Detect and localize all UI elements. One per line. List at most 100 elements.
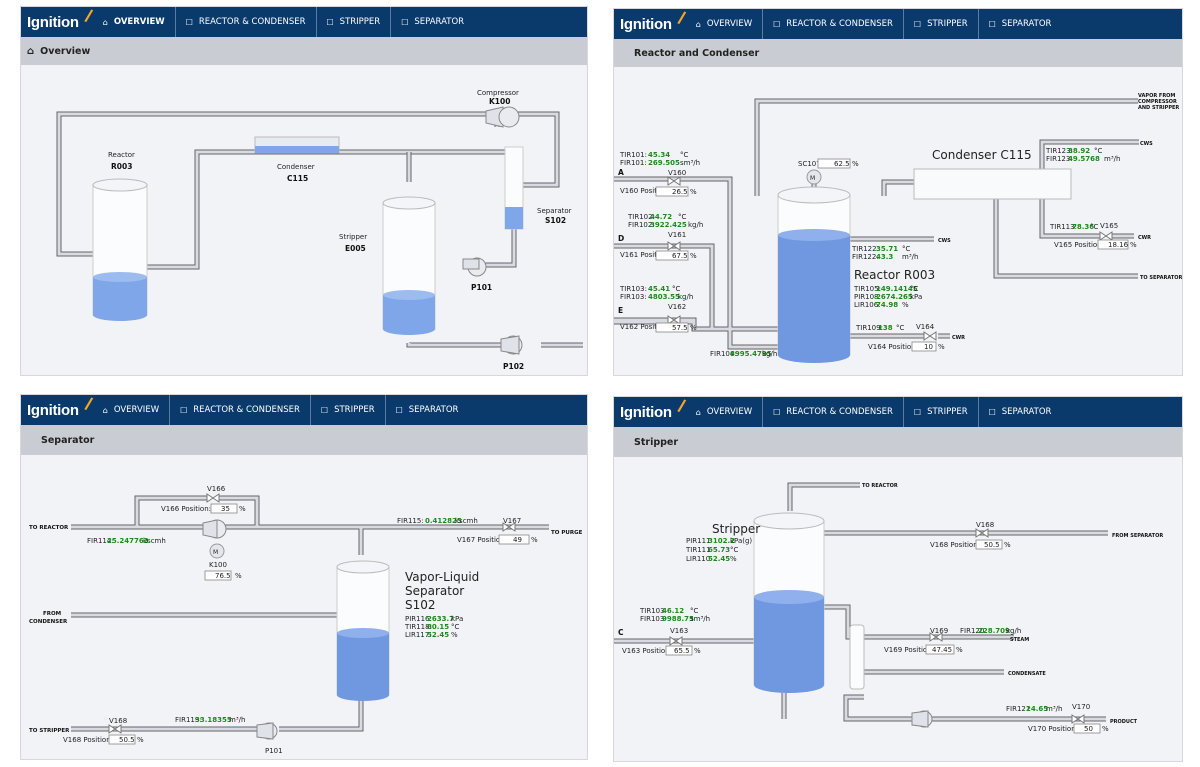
v160-position-input[interactable]	[655, 186, 689, 197]
from-condenser-label: FROM	[43, 611, 61, 617]
v170-position-input[interactable]	[1073, 723, 1101, 734]
pump-p101	[256, 722, 278, 740]
sc107-input[interactable]	[817, 158, 851, 169]
tir103-unit: °C	[690, 607, 699, 615]
cws-label: CWS	[1140, 141, 1153, 147]
tir122-label: TIR122:	[851, 245, 879, 253]
fir122-unit: m³/h	[902, 253, 918, 261]
v167-label: V167	[503, 517, 521, 525]
stripper-vessel	[753, 512, 825, 693]
fir103-unit: sm³/h	[690, 615, 710, 623]
pct-unit: %	[1130, 241, 1137, 249]
pir108-label: PIR108:	[854, 293, 881, 301]
nav-reactor-condenser[interactable]: ☐REACTOR & CONDENSER	[762, 397, 903, 427]
nav-overview[interactable]: ⌂OVERVIEW	[695, 19, 753, 29]
v164-position-input[interactable]	[911, 341, 937, 352]
fir120-label: FIR120	[960, 627, 984, 635]
condensate-label: CONDENSATE	[1008, 671, 1046, 677]
valve-v169-icon[interactable]	[929, 632, 943, 642]
nav-overview[interactable]: ⌂OVERVIEW	[695, 407, 753, 417]
tir111-unit: °C	[730, 546, 739, 554]
lir117-unit: %	[451, 631, 458, 639]
pct-unit: %	[531, 536, 538, 544]
nav-separator[interactable]: ☐SEPARATOR	[977, 9, 1062, 39]
tir101-unit: °C	[680, 151, 689, 159]
v166-position-input[interactable]	[210, 503, 238, 514]
tir105-label: TIR105:	[853, 285, 881, 293]
pct-unit: %	[852, 160, 859, 168]
v168-label: V168	[109, 717, 127, 725]
tir105-unit: °C	[910, 285, 919, 293]
valve-v167-icon[interactable]	[502, 522, 516, 532]
to-stripper-label: TO STRIPPER	[29, 728, 70, 734]
v167-position-input[interactable]	[498, 534, 530, 545]
nav-stripper[interactable]: ☐STRIPPER	[902, 9, 978, 39]
valve-v168-icon[interactable]	[975, 528, 989, 538]
tir123-label: TIR123:	[1045, 147, 1073, 155]
valve-v164-icon[interactable]	[923, 331, 937, 341]
tir103-label: TIR103:	[619, 285, 647, 293]
compressor-k100	[485, 106, 520, 128]
nav-reactor-condenser[interactable]: ☐REACTOR & CONDENSER	[174, 7, 316, 37]
nav-separator[interactable]: ☐SEPARATOR	[977, 397, 1062, 427]
nav-stripper[interactable]: ☐STRIPPER	[315, 7, 391, 37]
fir115-value: 0.412825	[425, 517, 462, 525]
fir103-label: FIR103	[640, 615, 664, 623]
valve-v162-icon[interactable]	[667, 315, 681, 325]
fir123-unit: m³/h	[1104, 155, 1120, 163]
condenser-title: Condenser C115	[932, 148, 1032, 162]
nav-separator[interactable]: ☐SEPARATOR	[390, 7, 474, 37]
v170-position-label: V170 Position:	[1028, 725, 1078, 733]
v165-position-label: V165 Position:	[1054, 241, 1104, 249]
separator-vessel	[504, 146, 524, 230]
v168-position-input[interactable]	[975, 539, 1003, 550]
fir119-value: 33.18355	[195, 716, 232, 724]
v163-position-input[interactable]	[665, 645, 693, 656]
page-title: Separator	[21, 425, 587, 455]
v161-label: V161	[668, 231, 686, 239]
nav-separator[interactable]: ☐SEPARATOR	[384, 395, 469, 425]
pct-unit: %	[137, 736, 144, 744]
motor-label: M	[810, 175, 815, 182]
feed-e-label: E	[618, 306, 623, 315]
v162-position-input[interactable]	[655, 322, 689, 333]
pir111-label: PIR111	[686, 537, 711, 545]
v160-position-label: V160 Position:	[620, 187, 670, 195]
valve-v163-icon[interactable]	[669, 636, 683, 646]
separator-id: S102	[545, 216, 566, 225]
separator-pipes	[71, 495, 549, 732]
valve-v168-icon[interactable]	[108, 724, 122, 734]
valve-v160-icon[interactable]	[667, 176, 681, 186]
v161-position-input[interactable]	[655, 250, 689, 261]
v168-position-input[interactable]	[108, 734, 136, 745]
reactor-diagram: VAPOR FROM COMPRESSOR AND STRIPPER Conde…	[614, 93, 1182, 363]
fir104-unit: kg/h	[762, 350, 777, 358]
nav-stripper[interactable]: ☐STRIPPER	[902, 397, 978, 427]
lir110-unit: %	[730, 555, 737, 563]
reactor-vessel	[92, 178, 148, 321]
fir122-label: FIR122:	[852, 253, 879, 261]
k100-input[interactable]	[204, 570, 232, 581]
fir103-unit: kg/h	[678, 293, 693, 301]
nav-reactor-condenser[interactable]: ☐REACTOR & CONDENSER	[762, 9, 903, 39]
nav-stripper[interactable]: ☐STRIPPER	[309, 395, 385, 425]
nav-overview[interactable]: ⌂OVERVIEW	[102, 17, 165, 27]
tir123-value: 38.92	[1068, 147, 1090, 155]
fir102-unit: kg/h	[688, 221, 703, 229]
square-icon: ☐	[773, 19, 781, 29]
valve-v165-icon[interactable]	[1099, 231, 1113, 241]
v169-position-input[interactable]	[925, 644, 955, 655]
home-icon: ⌂	[27, 45, 35, 57]
v160-label: V160	[668, 169, 686, 177]
reactor-title: Reactor R003	[854, 268, 935, 282]
valve-v161-icon[interactable]	[667, 241, 681, 251]
nav-reactor-condenser[interactable]: ☐REACTOR & CONDENSER	[169, 395, 310, 425]
reboiler-shape	[849, 624, 865, 690]
stripper-panel: Ignition/ ⌂OVERVIEW ☐REACTOR & CONDENSER…	[613, 396, 1183, 762]
valve-v170-icon[interactable]	[1071, 714, 1085, 724]
v165-position-input[interactable]	[1097, 239, 1129, 250]
pct-unit: %	[690, 324, 697, 332]
vapor-from-label: VAPOR FROM	[1138, 93, 1175, 99]
nav-overview[interactable]: ⌂OVERVIEW	[102, 405, 160, 415]
valve-v166-icon[interactable]	[206, 493, 220, 503]
